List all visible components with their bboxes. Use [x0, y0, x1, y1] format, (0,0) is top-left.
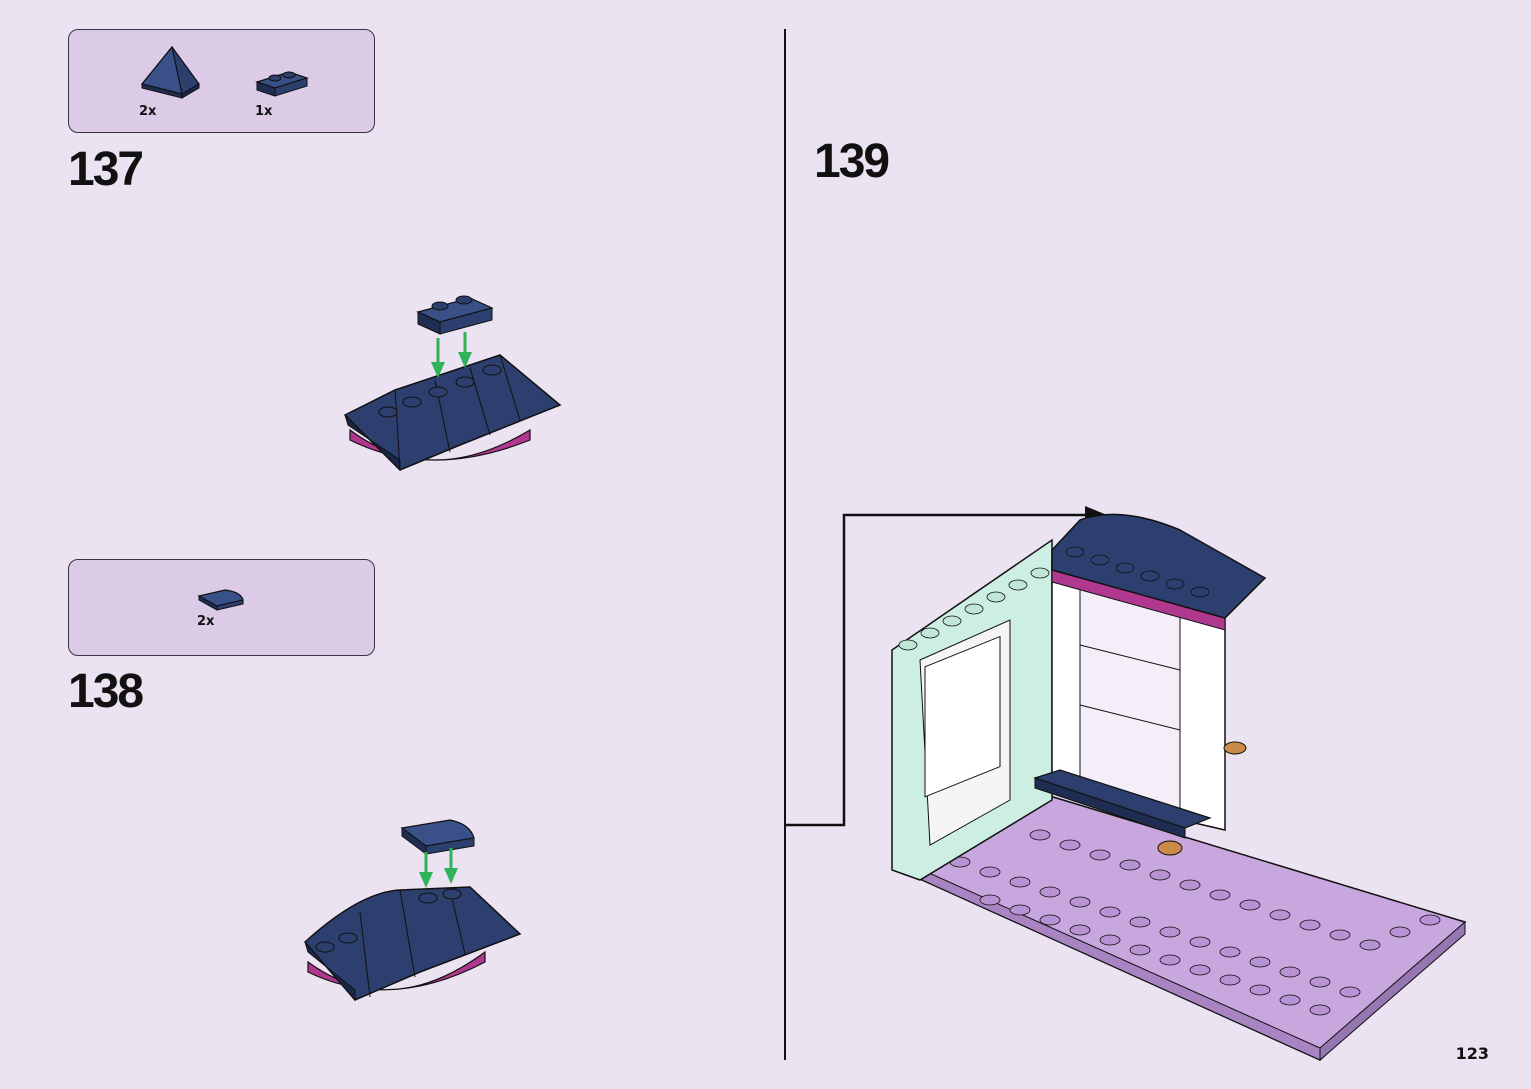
step-number-138: 138	[68, 665, 144, 718]
step-number-137: 137	[68, 143, 144, 196]
slope-brick-part	[140, 45, 200, 99]
step-number-139: 139	[814, 135, 890, 188]
plate-part	[255, 71, 309, 97]
down-arrow-icon	[431, 332, 472, 378]
part-qty-plate: 1x	[255, 104, 273, 119]
parts-box-138: 2x	[68, 559, 375, 656]
curved-tile-part	[197, 589, 244, 611]
step-137-assembly	[343, 295, 562, 472]
part-qty-curved-tile: 2x	[197, 614, 215, 629]
step-139-assembly	[891, 513, 1467, 1062]
page-number: 123	[1455, 1044, 1489, 1063]
down-arrow-icon	[419, 848, 458, 888]
page-divider	[784, 29, 786, 1060]
part-qty-slope: 2x	[139, 104, 157, 119]
step-138-assembly	[303, 819, 522, 1002]
parts-box-137: 2x 1x	[68, 29, 375, 133]
